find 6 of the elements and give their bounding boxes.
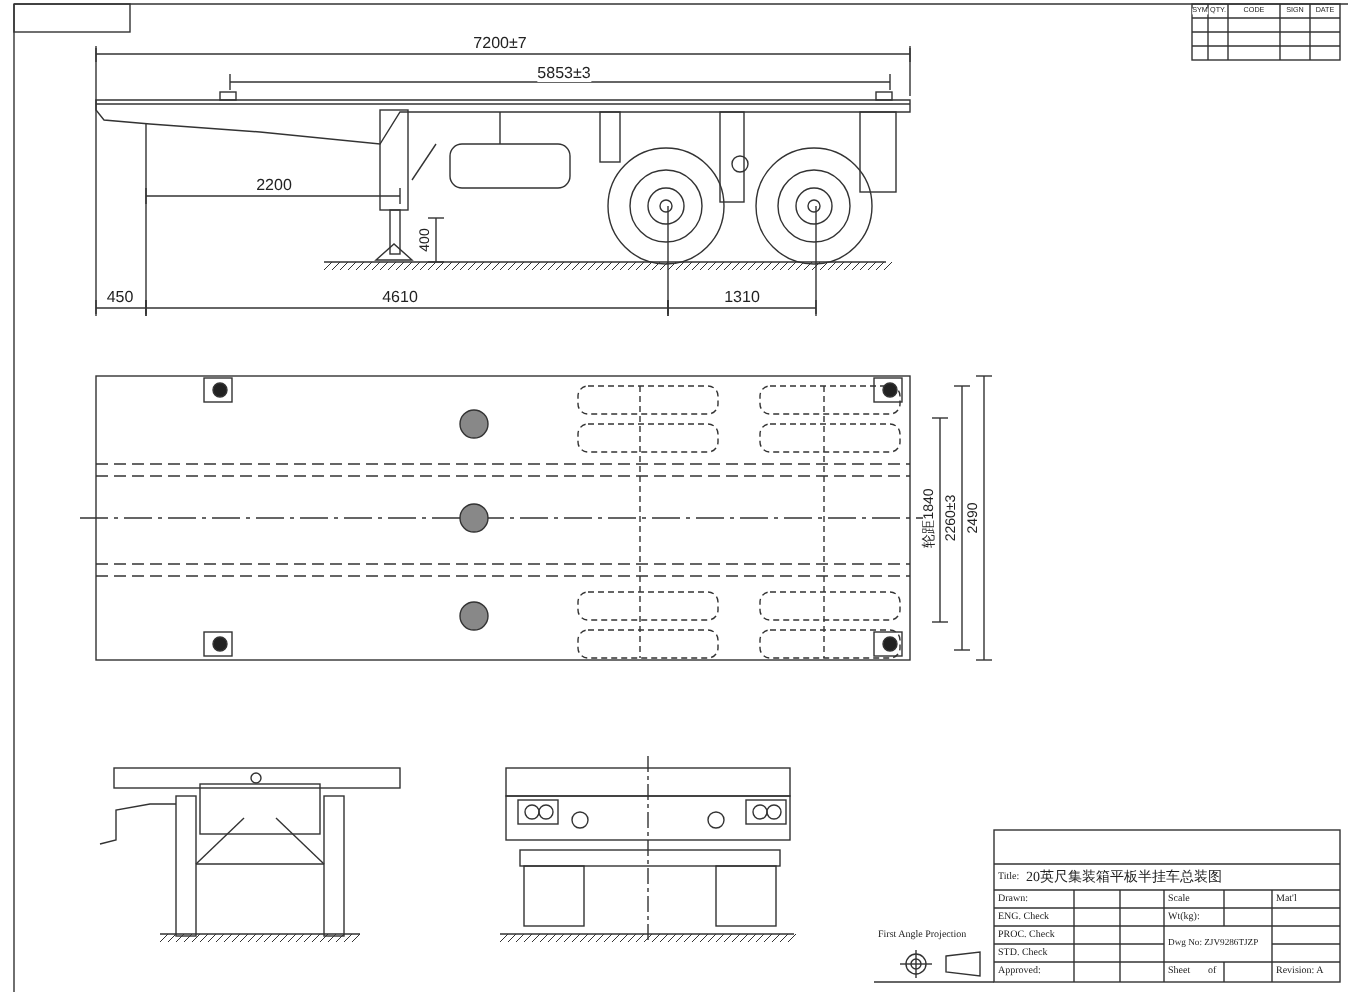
- dimension-text: 450: [106, 290, 134, 306]
- dimension-text: 2200: [256, 178, 292, 194]
- dimension-text: 5853±3: [537, 66, 591, 82]
- dimension-text: 4610: [382, 290, 418, 306]
- dimension-text: 1310: [724, 290, 760, 306]
- dimension-text: 7200±7: [473, 36, 527, 52]
